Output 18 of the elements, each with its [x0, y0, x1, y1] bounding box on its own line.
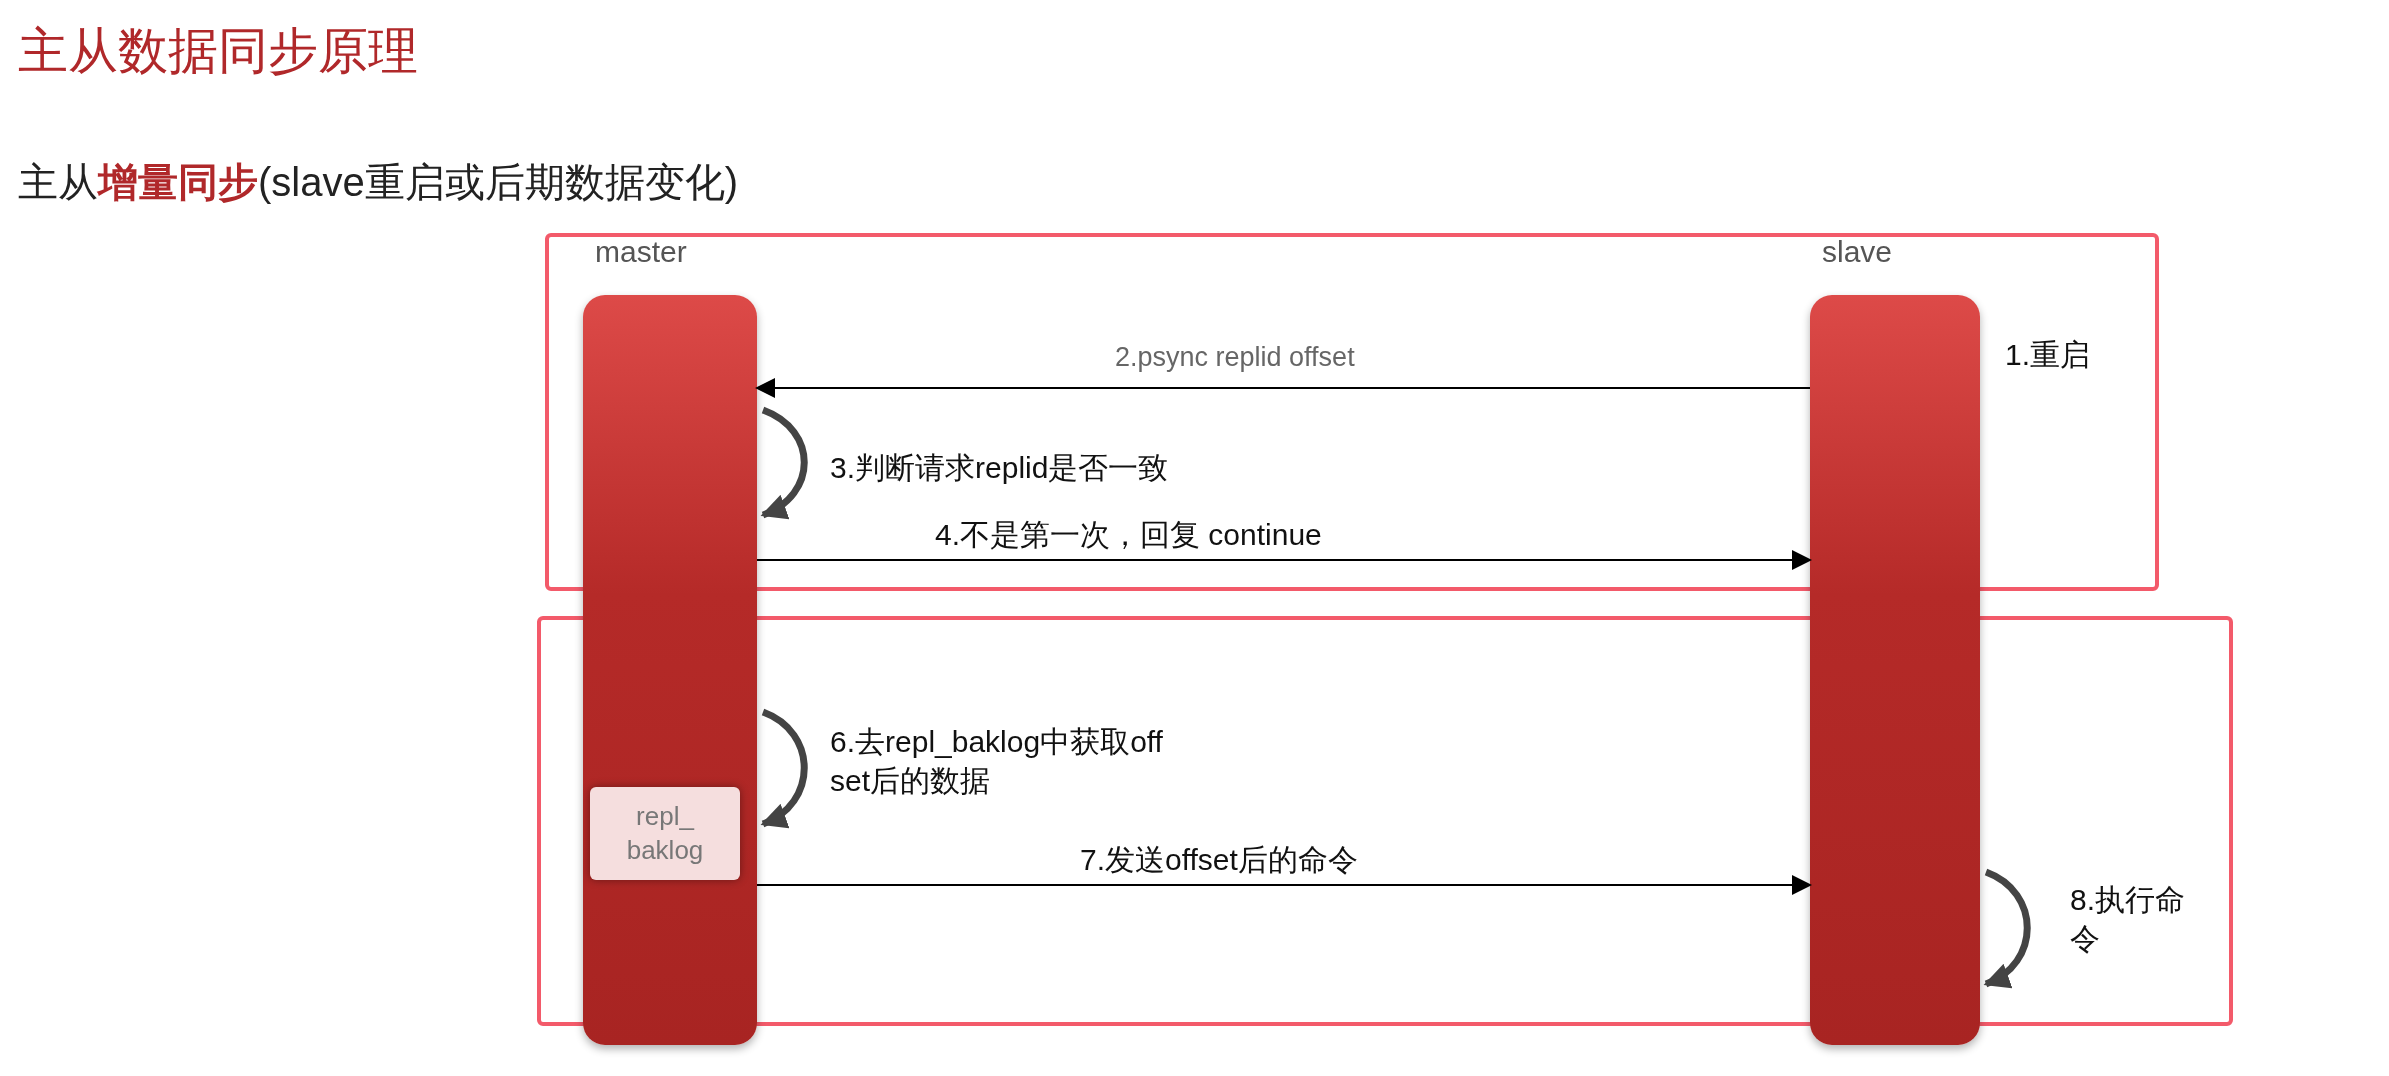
arrow — [755, 378, 1811, 398]
edge-label: 6.去repl_baklog中获取offset后的数据 — [830, 724, 1164, 799]
arrow — [756, 550, 1812, 570]
participant-label: master — [595, 235, 687, 269]
subtitle: 主从增量同步(slave重启或后期数据变化) — [18, 159, 739, 206]
curved-arrow — [1983, 868, 2031, 988]
arrow — [756, 875, 1812, 895]
side-note: 1.重启 — [2005, 337, 2091, 373]
curved-arrow — [760, 406, 808, 519]
edge-label: 2.psync replid offset — [1115, 342, 1355, 373]
participant-label: slave — [1822, 235, 1893, 269]
edge-label: 7.发送offset后的命令 — [1080, 842, 1358, 878]
page-title: 主从数据同步原理 — [18, 22, 418, 81]
buffer-box: repl_ baklog — [590, 787, 740, 880]
edge-label: 3.判断请求replid是否一致 — [830, 450, 1169, 486]
edge-label: 4.不是第一次，回复 continue — [935, 517, 1322, 553]
curved-arrow — [760, 708, 808, 828]
edge-label: 8.执行命令 — [2070, 882, 2187, 957]
